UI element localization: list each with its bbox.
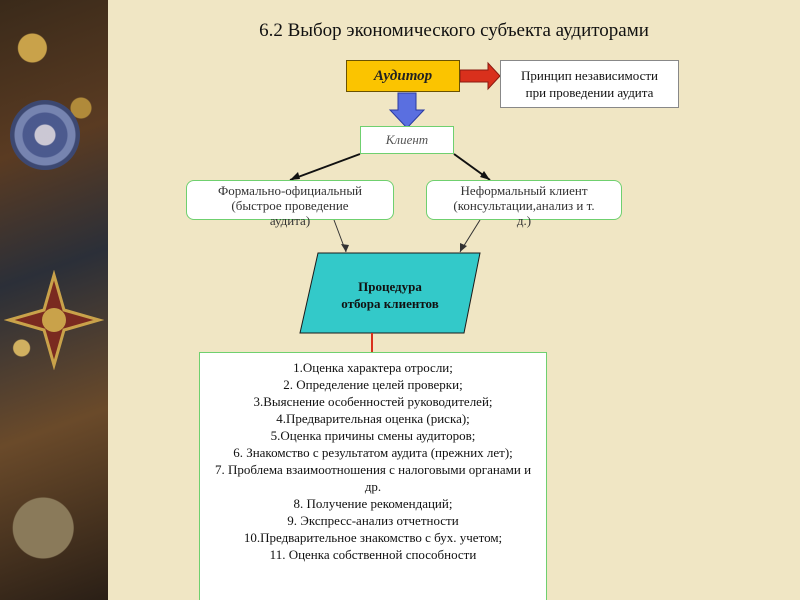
informal-line-1: Неформальный клиент xyxy=(460,183,588,198)
step-item: 10.Предварительное знакомство с бух. уче… xyxy=(243,530,503,545)
informal-client-box: Неформальный клиент (консультации,анализ… xyxy=(426,180,622,228)
step-item: 5.Оценка причины смены аудиторов; xyxy=(270,428,476,443)
step-item: 7. Проблема взаимоотношения с налоговыми… xyxy=(214,462,532,494)
step-item: 11. Оценка собственной способности xyxy=(269,547,477,562)
formal-line-2: (быстрое проведение xyxy=(231,198,349,213)
procedure-line-2: отбора клиентов xyxy=(341,296,439,311)
step-item: 3.Выяснение особенностей руководителей; xyxy=(253,394,493,409)
step-item: 2. Определение целей проверки; xyxy=(283,377,463,392)
formal-client-box: Формально-официальный (быстрое проведени… xyxy=(186,180,394,228)
order-cross-image xyxy=(4,270,104,370)
formal-line-3: аудита) xyxy=(269,213,311,228)
client-box: Клиент xyxy=(360,126,454,154)
medal-ribbon-image xyxy=(10,100,80,170)
decorative-photo-panel xyxy=(0,0,108,600)
steps-list-box: 1.Оценка характера отросли; 2. Определен… xyxy=(199,352,547,600)
slide-title: 6.2 Выбор экономического субъекта аудито… xyxy=(259,20,649,41)
arrow-to-principle xyxy=(459,61,501,91)
line-client-formal xyxy=(289,153,361,181)
arrow-to-client xyxy=(388,92,426,129)
informal-line-2: (консультации,анализ и т. xyxy=(453,198,595,213)
client-label: Клиент xyxy=(385,132,429,147)
formal-line-1: Формально-официальный xyxy=(217,183,363,198)
principle-box: Принцип независимости при проведении ауд… xyxy=(500,60,679,108)
procedure-label: Процедура отбора клиентов xyxy=(300,278,480,312)
step-item: 9. Экспресс-анализ отчетности xyxy=(287,513,459,528)
step-item: 8. Получение рекомендаций; xyxy=(293,496,453,511)
procedure-line-1: Процедура xyxy=(358,279,422,294)
informal-line-3: д.) xyxy=(516,213,532,228)
step-item: 6. Знакомство с результатом аудита (преж… xyxy=(233,445,513,460)
auditor-box: Аудитор xyxy=(346,60,460,92)
procedure-shape xyxy=(299,252,481,334)
principle-line-2: при проведении аудита xyxy=(525,85,654,100)
auditor-label: Аудитор xyxy=(373,68,433,84)
principle-line-1: Принцип независимости xyxy=(521,68,658,83)
step-item: 1.Оценка характера отросли; xyxy=(293,360,453,375)
step-item: 4.Предварительная оценка (риска); xyxy=(276,411,470,426)
